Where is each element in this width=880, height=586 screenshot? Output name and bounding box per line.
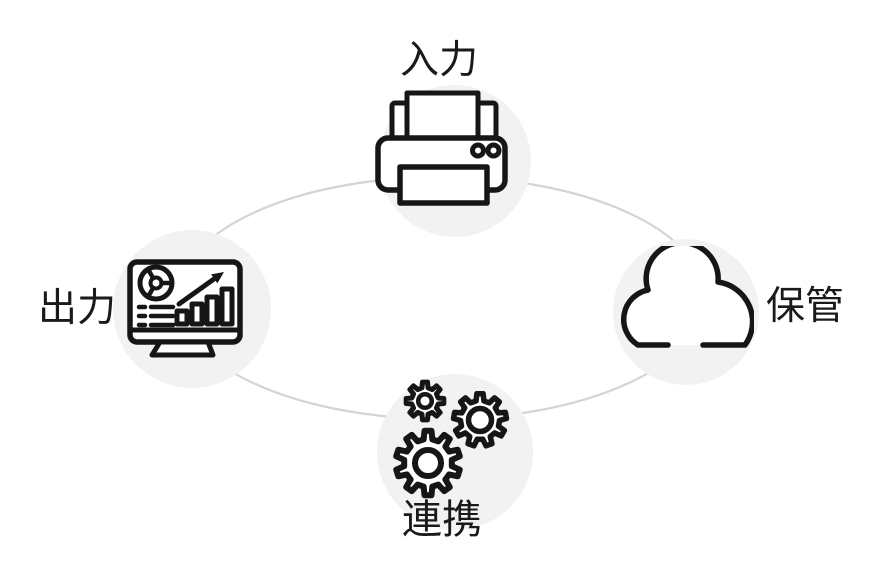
gear-small: [403, 379, 447, 423]
node-label-storage: 保管: [766, 285, 845, 328]
printer-icon: [375, 90, 508, 206]
node-label-linkage: 連携: [402, 498, 482, 542]
monitor-chart-icon: [127, 259, 243, 358]
node-label-input: 入力: [399, 39, 479, 82]
gears-icon: [393, 379, 510, 499]
cloud-icon: [620, 246, 754, 348]
node-label-output: 出力: [38, 287, 117, 330]
